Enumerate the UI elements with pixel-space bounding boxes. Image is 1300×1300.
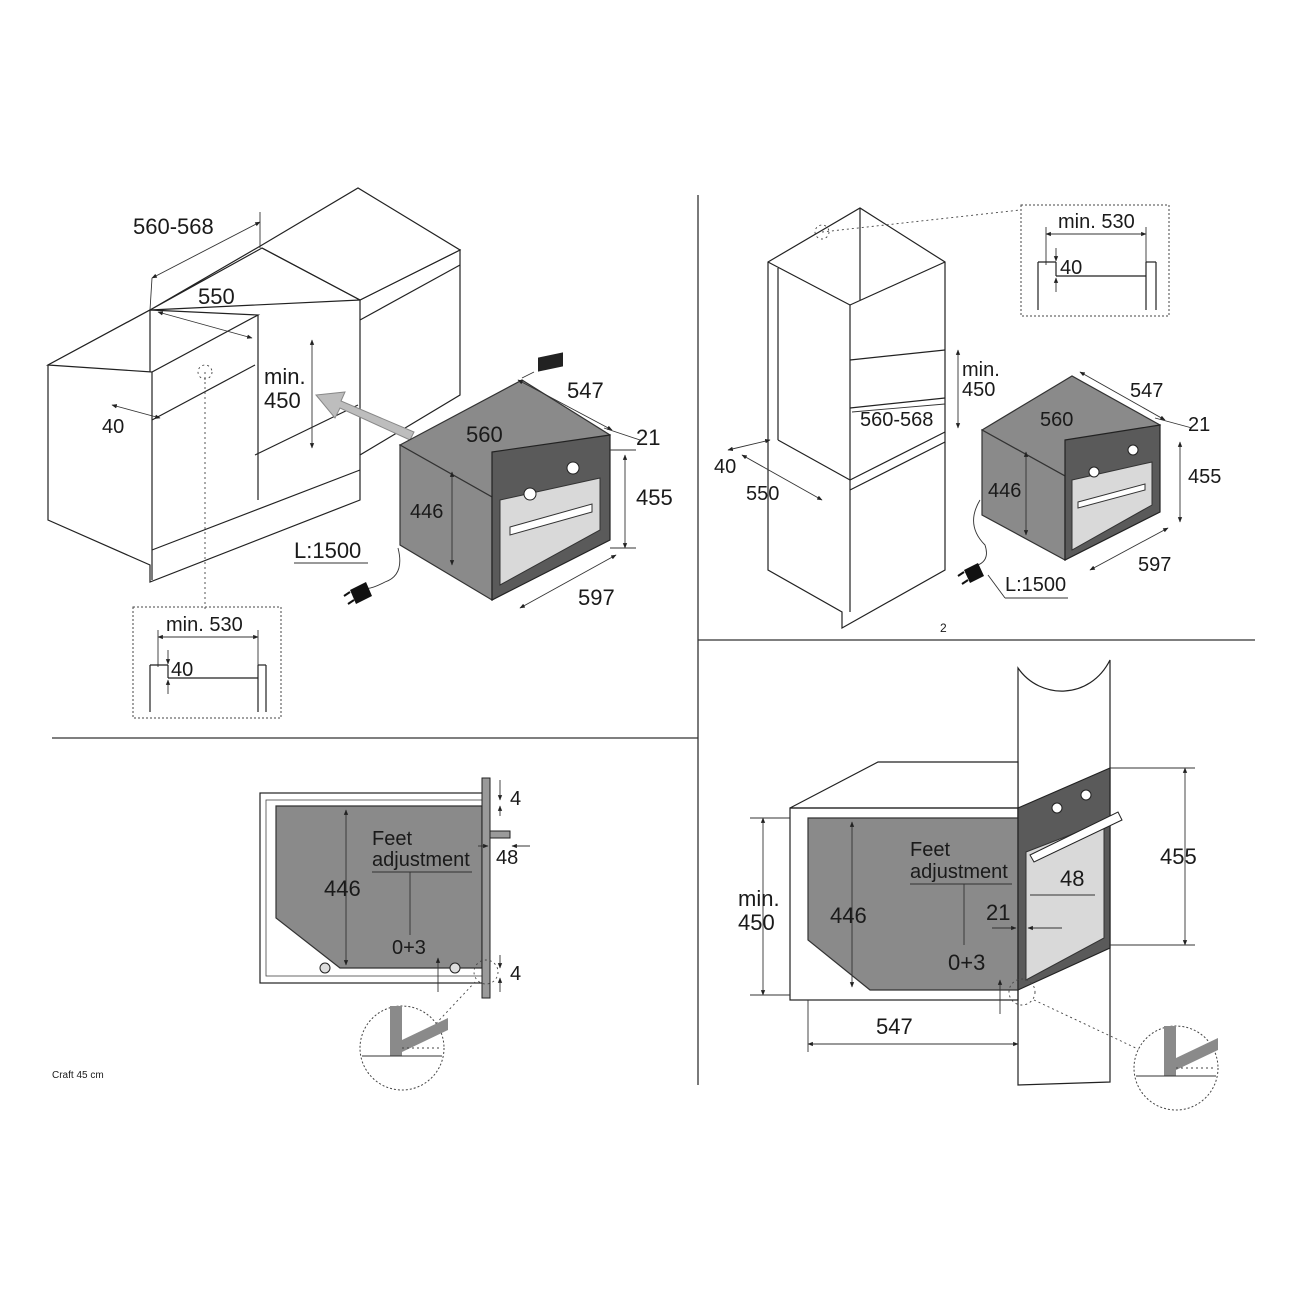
dim-width-range: 560-568 [133, 214, 214, 239]
dim-front-thickness-2: 21 [1188, 414, 1210, 436]
dim-body-height-3: 446 [324, 876, 361, 901]
dim-oven-width-2: 560 [1040, 409, 1073, 431]
dim-body-height-2: 446 [988, 480, 1021, 502]
dim-bottom-gap: 4 [510, 963, 521, 985]
dim-width-range-2: 560-568 [860, 409, 933, 431]
dim-oven-height-4: 455 [1160, 844, 1197, 869]
panel-1-base-cabinet: 560-568 550 min. 450 40 547 560 21 455 4 [45, 187, 673, 719]
dim-rear-gap-2: 40 [714, 456, 736, 478]
dim-front-thickness: 21 [636, 425, 660, 450]
dim-min-value: 450 [264, 388, 301, 413]
dim-oven-depth: 547 [567, 378, 604, 403]
detail-min-width-2: min. 530 [1058, 211, 1135, 233]
dim-min-value-4: 450 [738, 910, 775, 935]
dim-oven-depth-2: 547 [1130, 380, 1163, 402]
dim-min-label-4: min. [738, 886, 780, 911]
page-number: 2 [940, 621, 947, 635]
feet-label-line1-4: Feet [910, 839, 950, 861]
detail-min-width: min. 530 [166, 614, 243, 636]
dim-front-thickness-4: 21 [986, 900, 1010, 925]
dim-depth-2: 550 [746, 483, 779, 505]
dim-oven-height-2: 455 [1188, 466, 1221, 488]
insert-arrow [315, 391, 415, 441]
dim-oven-width: 560 [466, 422, 503, 447]
dim-body-height-4: 446 [830, 903, 867, 928]
dim-front-width: 597 [578, 585, 615, 610]
oven-body-section [275, 805, 483, 969]
dim-oven-height: 455 [636, 485, 673, 510]
dim-handle-depth-4: 48 [1060, 866, 1084, 891]
dim-min-label: min. [264, 364, 306, 389]
plug-icon [343, 582, 372, 605]
zoom-detail-4 [1133, 1025, 1219, 1111]
handle-section [489, 830, 511, 839]
panel-2-tall-cabinet: min. 530 40 min. 450 560-568 40 550 547 … [714, 204, 1221, 635]
detail-gap: 40 [171, 659, 193, 681]
dim-oven-depth-4: 547 [876, 1014, 913, 1039]
dim-rear-gap: 40 [102, 416, 124, 438]
quadrant-separators [52, 195, 1255, 1085]
oven-body-section-4 [807, 817, 1019, 991]
detail-box-panel-2: min. 530 40 [1020, 204, 1170, 317]
tall-cabinet [767, 207, 1021, 630]
feet-label-line1: Feet [372, 828, 412, 850]
dim-min-value-2: 450 [962, 379, 995, 401]
dim-min-label-2: min. [962, 359, 1000, 381]
dim-body-height: 446 [410, 501, 443, 523]
feet-label-line2: adjustment [372, 849, 470, 871]
display-icon [538, 352, 563, 372]
detail-gap-2: 40 [1060, 257, 1082, 279]
dim-front-width-2: 597 [1138, 554, 1171, 576]
feet-label-line2-4: adjustment [910, 861, 1008, 883]
detail-box-panel-1: min. 530 40 [132, 606, 282, 719]
base-cabinet [45, 187, 462, 610]
panel-4-column-section: min. 450 446 Feet adjustment 48 21 0+3 5… [738, 659, 1219, 1111]
dim-depth: 550 [198, 284, 235, 309]
dim-cable-length: L:1500 [294, 538, 361, 563]
dim-cable-length-2: L:1500 [1005, 574, 1066, 596]
oven-panel-2 [980, 375, 1162, 562]
plug-icon-2 [957, 563, 984, 585]
oven-front-panel [481, 777, 491, 999]
dim-top-gap: 4 [510, 788, 521, 810]
footer-model: Craft 45 cm [52, 1070, 104, 1081]
dim-handle-depth: 48 [496, 847, 518, 869]
panel-3-side-section: 446 Feet adjustment 0+3 4 48 4 Craft 45 … [52, 777, 530, 1091]
feet-range-4: 0+3 [948, 950, 985, 975]
feet-range-3: 0+3 [392, 937, 426, 959]
zoom-detail-3 [359, 1005, 448, 1091]
